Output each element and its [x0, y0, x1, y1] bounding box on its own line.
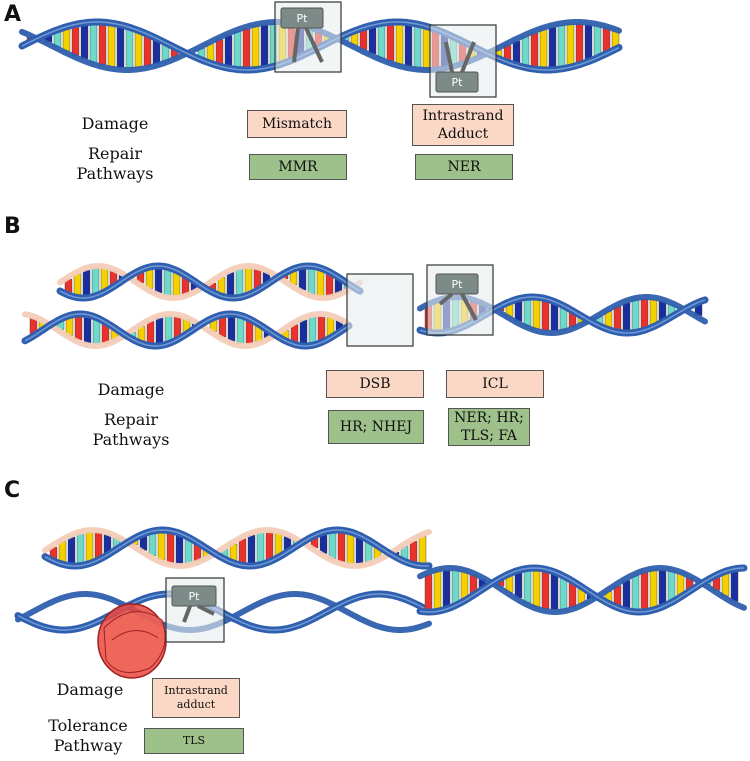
damage-row-label: Damage [81, 114, 149, 133]
panel-b-letter: B [4, 214, 21, 239]
platinum-atom [171, 585, 217, 607]
repair-icl-pathways-box: NER; HR;TLS; FA [448, 408, 530, 446]
pt-label: Pt [452, 76, 464, 89]
pt-label: Pt [297, 12, 309, 25]
repair-hr-nhej-box: HR; NHEJ [328, 410, 424, 444]
pt-label: Pt [452, 278, 464, 291]
damage-row-label: Damage [97, 380, 165, 399]
damage-row-label: Damage [56, 680, 124, 699]
tolerance-tls-box: TLS [144, 728, 244, 754]
repair-ner-box: NER [415, 154, 513, 180]
damage-icl-box: ICL [446, 370, 544, 398]
tls-polymerase [97, 603, 167, 679]
platinum-atom [435, 273, 479, 295]
pt-label: Pt [189, 590, 201, 603]
damage-mismatch-box: Mismatch [247, 110, 347, 138]
damage-dsb-box: DSB [326, 370, 424, 398]
panel-a-dna-diagram: Pt Pt [18, 1, 623, 98]
panel-b-dna-diagram: Pt [21, 262, 709, 350]
panel-c-letter: C [4, 478, 21, 503]
platinum-atom [435, 71, 479, 93]
dsb-highlight-box [346, 273, 414, 347]
panel-a-letter: A [4, 2, 22, 27]
repair-mmr-box: MMR [249, 154, 347, 180]
platinum-atom [280, 7, 324, 29]
